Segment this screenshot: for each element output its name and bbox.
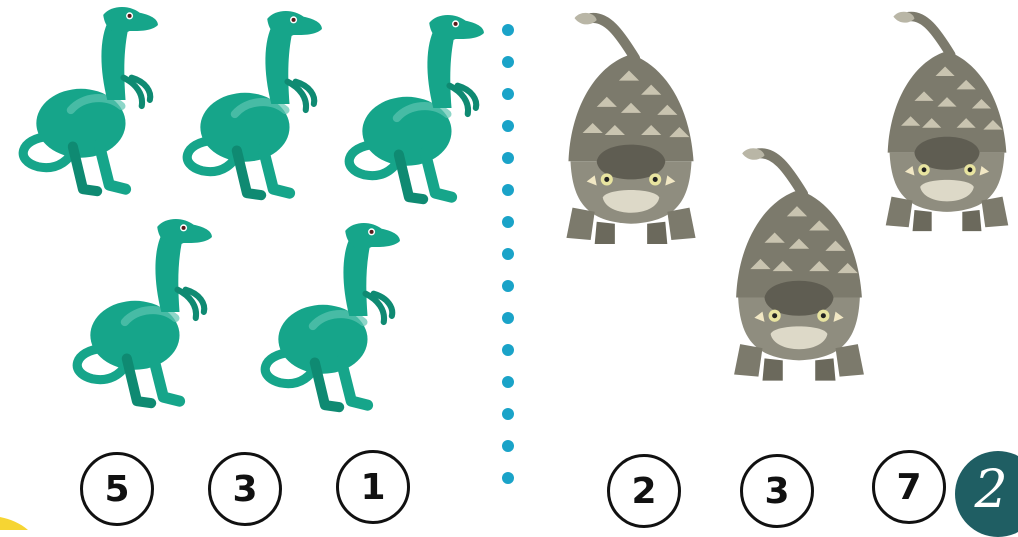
ankylosaurus-icon [728, 144, 870, 384]
page-number: 2 [974, 460, 1008, 520]
raptor-icon [174, 10, 326, 206]
ankylosaurus-icon [560, 10, 702, 246]
ankylosaurus-icon [880, 8, 1014, 234]
page-number-badge: 2 [955, 451, 1018, 537]
raptor-icon [10, 6, 162, 202]
raptor-icon [252, 222, 404, 418]
left-count-option-1[interactable]: 1 [336, 450, 410, 524]
left-count-option-5[interactable]: 5 [80, 452, 154, 526]
corner-decoration [0, 517, 28, 530]
right-count-option-3[interactable]: 3 [740, 454, 814, 528]
raptor-icon [64, 218, 216, 414]
right-count-option-2[interactable]: 2 [607, 454, 681, 528]
dotted-divider [502, 24, 514, 484]
raptor-icon [336, 14, 488, 210]
left-count-option-3[interactable]: 3 [208, 452, 282, 526]
right-count-option-7[interactable]: 7 [872, 450, 946, 524]
